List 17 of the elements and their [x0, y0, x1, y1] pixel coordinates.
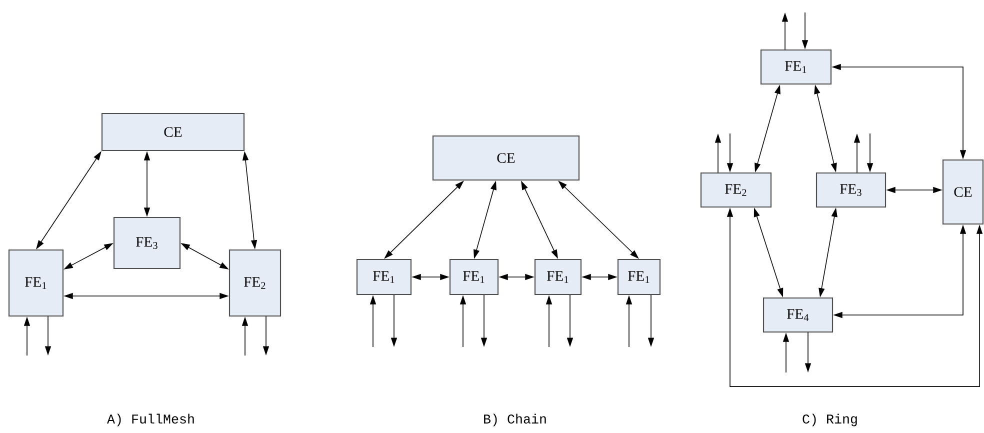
process-box: FE$_{1}$	[617, 258, 661, 296]
process-box: FE$_{3}$	[816, 172, 886, 208]
caption: C) Ring	[802, 414, 857, 426]
process-box: CE	[432, 135, 580, 181]
process-box: FE$_{2}$	[700, 172, 772, 208]
process-box: CE	[942, 159, 984, 225]
process-box: FE$_{3}$	[113, 216, 181, 270]
process-box: FE$_{1}$	[760, 49, 832, 85]
process-box: CE	[101, 112, 245, 152]
caption: B) Chain	[484, 414, 546, 426]
process-box: FE$_{1}$	[449, 258, 499, 296]
process-box: FE$_{2}$	[228, 249, 282, 317]
caption: A) FullMesh	[107, 414, 194, 426]
process-box: FE$_{4}$	[762, 297, 834, 333]
process-box: FE$_{1}$	[356, 258, 412, 296]
process-box: FE$_{1}$	[8, 249, 64, 317]
process-box: FE$_{1}$	[534, 258, 582, 296]
